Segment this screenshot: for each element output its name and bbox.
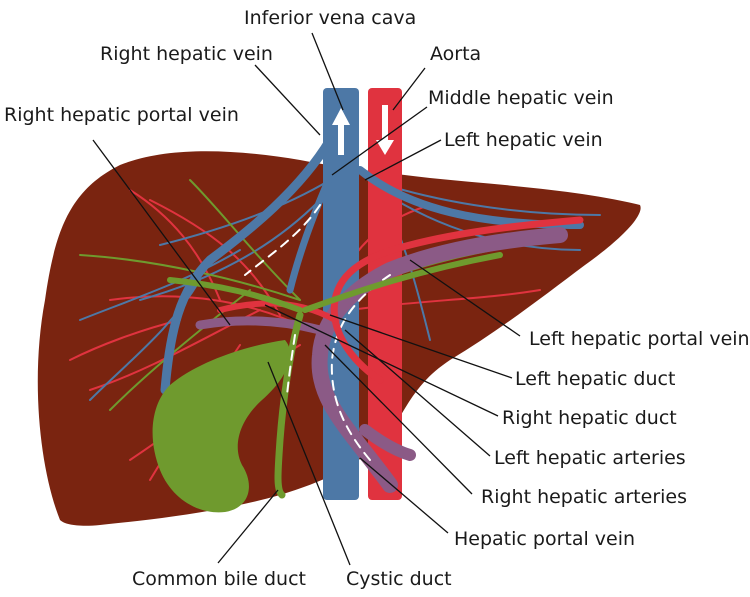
- portal-flow-arrows: [330, 274, 391, 461]
- label-cystic-duct: Cystic duct: [346, 568, 452, 590]
- label-right-hepatic-vein: Right hepatic vein: [100, 43, 273, 65]
- label-left-hepatic-duct: Left hepatic duct: [515, 368, 675, 390]
- label-left-hepatic-arteries: Left hepatic arteries: [494, 447, 686, 469]
- label-aorta: Aorta: [430, 43, 481, 65]
- label-right-hepatic-arteries: Right hepatic arteries: [481, 486, 687, 508]
- portal-vein-branch: [359, 424, 416, 461]
- vein-flow-arrows: [244, 204, 321, 276]
- leader-right-hepatic-portal-vein: [92, 139, 231, 326]
- hepatic-portal-vein-vessel: [311, 227, 568, 493]
- leader-left-hepatic-vein: [364, 139, 442, 181]
- leader-cystic-duct: [267, 361, 351, 566]
- label-left-hepatic-vein: Left hepatic vein: [444, 129, 603, 151]
- right-hepatic-vein-vessel: [160, 135, 335, 395]
- vena-cava-flow-arrow: [332, 108, 350, 155]
- leader-right-hepatic-duct: [264, 304, 499, 417]
- leader-aorta: [392, 67, 426, 111]
- label-right-hepatic-duct: Right hepatic duct: [502, 407, 677, 429]
- right-hepatic-duct-vessel: [167, 277, 303, 313]
- leader-common-bile-duct: [217, 489, 279, 564]
- middle-hepatic-vein-vessel: [286, 166, 337, 294]
- leader-inferior-vena-cava: [311, 32, 344, 111]
- duct-flow-arrows: [286, 334, 296, 396]
- leader-middle-hepatic-vein: [331, 106, 428, 176]
- right-portal-vein-branch: [195, 316, 325, 335]
- leader-left-hepatic-duct: [329, 314, 513, 379]
- leader-right-hepatic-arteries: [324, 344, 473, 495]
- label-hepatic-portal-vein: Hepatic portal vein: [454, 528, 635, 550]
- leader-right-hepatic-vein: [254, 64, 321, 136]
- label-inferior-vena-cava: Inferior vena cava: [244, 7, 416, 29]
- gallbladder: [152, 340, 291, 513]
- leader-hepatic-portal-vein: [359, 457, 449, 534]
- leader-lines: [92, 32, 521, 566]
- leader-left-hepatic-portal-vein: [409, 259, 521, 337]
- left-hepatic-duct-vessel: [302, 252, 503, 313]
- aorta-flow-arrow: [376, 105, 394, 155]
- label-common-bile-duct: Common bile duct: [132, 568, 306, 590]
- leader-left-hepatic-arteries: [344, 329, 491, 457]
- label-left-hepatic-portal-vein: Left hepatic portal vein: [529, 328, 750, 350]
- label-right-hepatic-portal-vein: Right hepatic portal vein: [4, 104, 239, 126]
- label-middle-hepatic-vein: Middle hepatic vein: [428, 87, 614, 109]
- hepatic-artery-vessel: [330, 216, 584, 384]
